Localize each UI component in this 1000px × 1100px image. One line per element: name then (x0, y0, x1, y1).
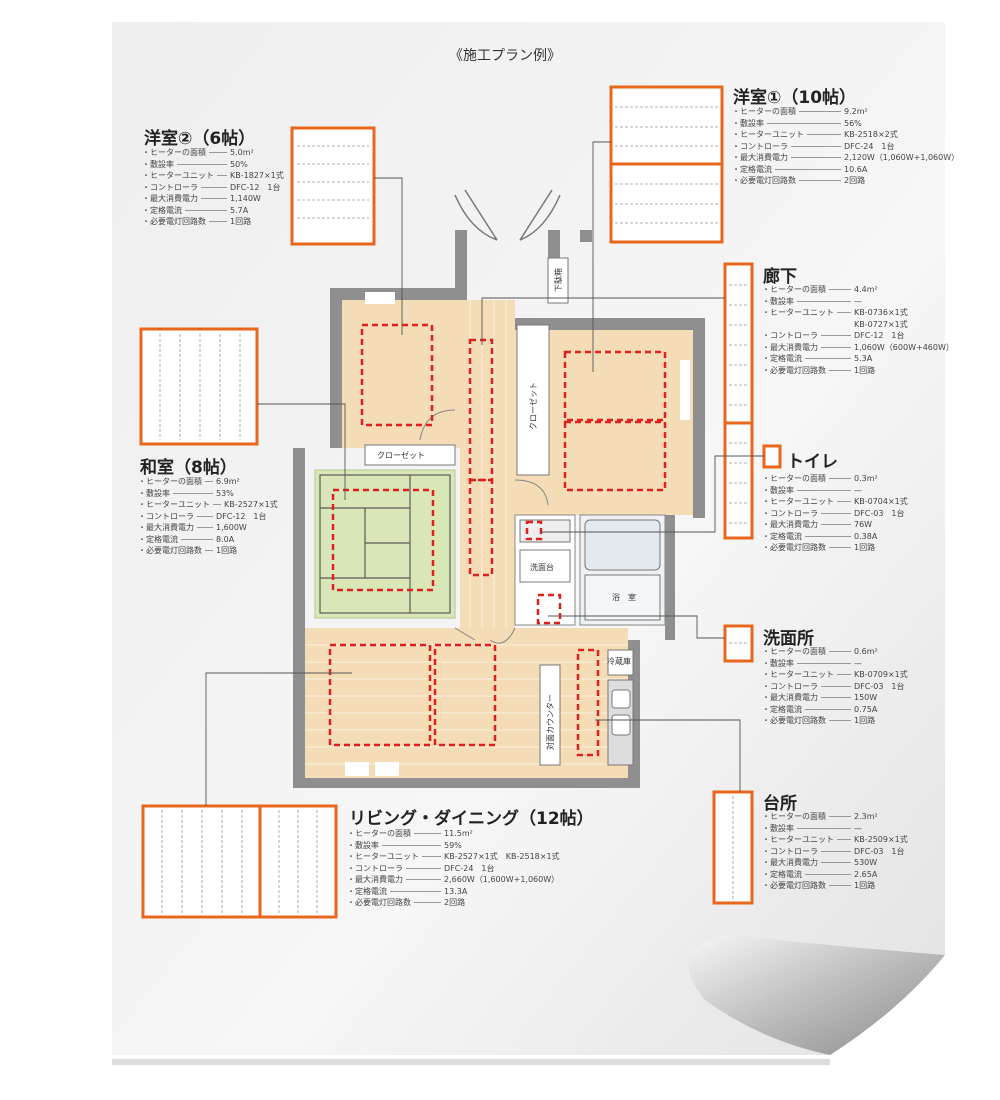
heater-zone-daidokoro (576, 648, 600, 757)
label-closet-washitsu: クローゼット (377, 450, 425, 460)
closet-yoshitsu1 (516, 324, 550, 476)
heater-zones (328, 323, 667, 757)
heater-zone-living-2 (433, 643, 497, 747)
label-counter: 対面カウンター (545, 694, 555, 750)
closet-washitsu (364, 444, 456, 466)
panel-living-2 (258, 804, 338, 919)
title-yoshitsu1: 洋室①（10帖） (733, 88, 857, 108)
label-fridge: 冷蔵庫 (607, 656, 631, 666)
panel-roka-2 (723, 421, 754, 540)
label-washbasin: 洗面台 (530, 562, 554, 572)
entrance-door (454, 189, 561, 241)
heater-zone-yoshitsu2 (360, 323, 434, 427)
floor-texture (305, 300, 628, 765)
panel-senmen (723, 624, 754, 663)
kitchen-fixtures (539, 649, 634, 766)
shoe-cabinet (547, 257, 569, 304)
panel-roka-1 (723, 262, 754, 425)
title-daidokoro: 台所 (763, 794, 797, 814)
heater-zone-yoshitsu1-a (563, 350, 667, 422)
plan-title: 《施工プラン例》 (449, 48, 561, 64)
walls (293, 230, 705, 788)
wet-area (514, 514, 666, 626)
label-bath: 浴 室 (612, 592, 636, 602)
title-washitsu: 和室（8帖） (140, 458, 237, 478)
tatami-room (314, 469, 456, 619)
heater-zone-senmen (536, 593, 562, 625)
leader-lines (205, 141, 764, 806)
label-shoebox: 下駄箱 (553, 268, 563, 292)
title-yoshitsu2: 洋室②（6帖） (144, 129, 256, 149)
panel-living-1 (141, 804, 262, 919)
heater-zone-yoshitsu1-b (563, 420, 667, 492)
panel-yoshitsu2 (290, 126, 376, 246)
panel-yoshitsu1-b (609, 162, 724, 244)
heater-zone-toilet (525, 520, 543, 541)
windows (345, 292, 690, 776)
panel-yoshitsu1-a (609, 85, 724, 166)
heater-zone-living-1 (328, 643, 432, 747)
panel-toilet (762, 444, 782, 469)
title-living: リビング・ダイニング（12帖） (349, 809, 594, 829)
heater-zone-washitsu (331, 488, 435, 592)
title-roka: 廊下 (763, 267, 797, 287)
label-closet-yoshitsu1: クローゼット (528, 382, 538, 430)
title-senmen: 洗面所 (763, 629, 814, 649)
title-toilet: トイレ (787, 452, 838, 472)
page-curl (688, 935, 945, 1055)
heater-zone-roka-2 (468, 478, 494, 577)
